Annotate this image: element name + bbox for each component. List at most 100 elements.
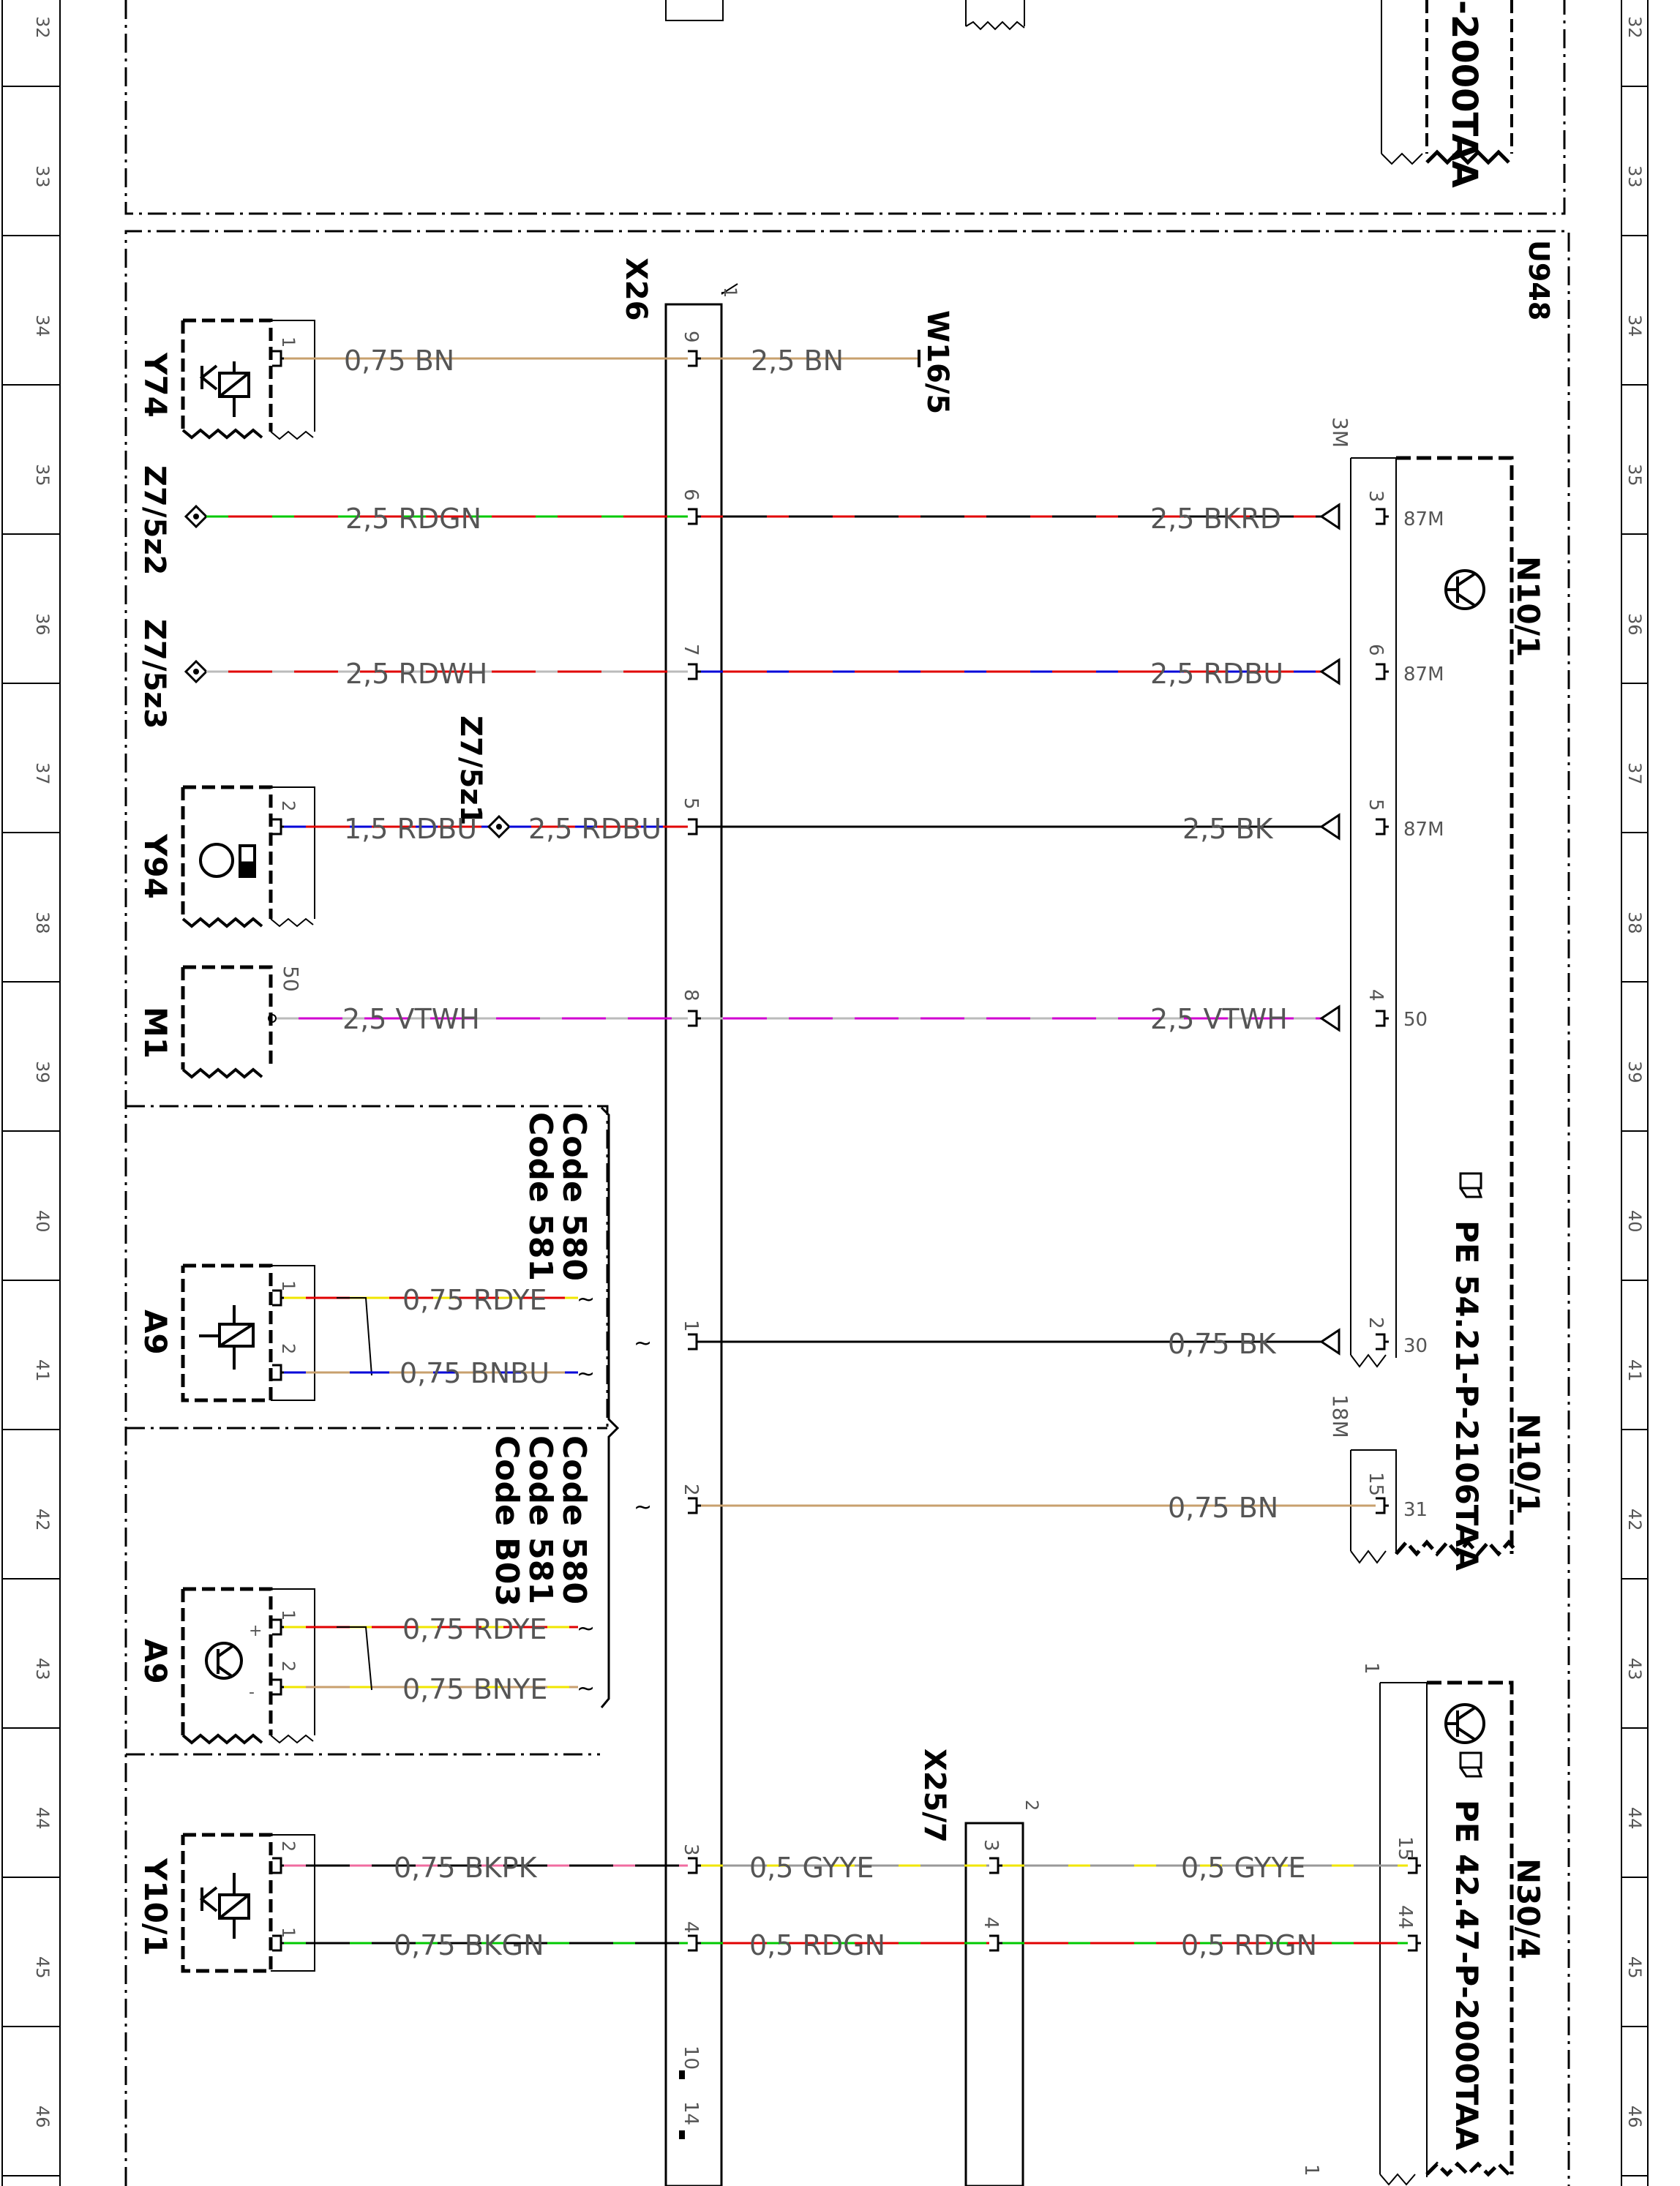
n10-term-87m-a: 87M	[1403, 508, 1444, 530]
wire-label: 1,5 RDBU	[344, 813, 477, 845]
n10-pin-4: 4	[1365, 989, 1387, 1002]
wire-label: 0,75 RDYE	[402, 1613, 547, 1645]
row-number: 40	[1624, 1210, 1645, 1233]
x26-pin-10: 10	[680, 2046, 702, 2070]
wire-label: 2,5 RDWH	[345, 658, 487, 690]
row-number: 43	[32, 1658, 53, 1680]
row-number: 39	[1624, 1061, 1645, 1083]
wires-layer: ~~~~~~	[184, 350, 1421, 1952]
pin-mark	[272, 818, 285, 835]
row-number: 44	[1624, 1807, 1645, 1830]
x26-pin-2: 2	[680, 1484, 702, 1496]
wire-label: 0,75 BNBU	[400, 1357, 550, 1389]
code-580: Code 580	[555, 1435, 593, 1604]
row-number: 40	[32, 1210, 53, 1233]
row-number: 32	[32, 16, 53, 39]
pin-a9a-1: 1	[278, 1280, 299, 1291]
wire-label: 2,5 BN	[751, 345, 844, 377]
pin-mark	[1376, 663, 1389, 680]
twist-mark	[337, 1626, 372, 1691]
pin-y10-2: 2	[278, 1841, 299, 1852]
break-mark: ~	[577, 1287, 595, 1312]
row-number: 34	[32, 315, 53, 337]
component-a9-upper	[181, 1263, 315, 1402]
wire-label: 0,5 GYYE	[1181, 1852, 1306, 1884]
pin-mark	[989, 1934, 1002, 1952]
pin-mark	[1376, 1333, 1389, 1351]
wire-label: 0,75 BKPK	[394, 1852, 538, 1884]
connector-x26-label: X26	[619, 258, 653, 321]
reference-pe-54-21[interactable]: PE 54.21-P-2106TAA	[1449, 1220, 1485, 1571]
n10-pin-labels: 3 6 5 4 2 15 15 44	[1365, 490, 1416, 1929]
pin-mark	[272, 1364, 285, 1381]
n30-pin-15: 15	[1394, 1836, 1416, 1860]
row-number: 36	[32, 613, 53, 636]
code-581: Code 581	[522, 1112, 559, 1281]
pin-mark	[1408, 1934, 1421, 1952]
n10-1-bottom-size: 18M	[1328, 1394, 1352, 1438]
code-group-2: Code 580 Code 581 Code B03	[488, 1435, 593, 1607]
n10-terminal-labels: 87M 87M 87M 50 30 31	[1403, 508, 1444, 1521]
row-number: 37	[1624, 762, 1645, 785]
row-number: 41	[1624, 1359, 1645, 1382]
row-number: 46	[32, 2106, 53, 2128]
pin-m1: 50	[279, 966, 303, 992]
bottom-pin-1: 1	[1300, 2164, 1322, 2176]
pin-mark	[688, 508, 701, 525]
x26-extra-marks	[679, 2070, 685, 2139]
n10-1-module	[1395, 456, 1518, 2177]
wire-label: 0,75 RDYE	[402, 1284, 547, 1316]
row-number: 34	[1624, 315, 1645, 337]
wire-label: 2,5 RDBU	[1150, 658, 1283, 690]
x26-pin-7: 7	[680, 644, 702, 656]
splice-z7-5z3: Z7/5z3	[138, 619, 171, 729]
pin-mark	[989, 1857, 1002, 1874]
row-number: 45	[1624, 1956, 1645, 1979]
wire-labels: 0,75 BN 2,5 BN 2,5 RDGN 2,5 BKRD 2,5 RDW…	[342, 345, 1317, 1961]
x26-pin-9: 9	[680, 331, 702, 343]
ground-w16-5: W16/5	[920, 310, 954, 414]
a9-plus-sign: +	[249, 1622, 262, 1640]
wire-label: 0,75 BNYE	[402, 1673, 547, 1705]
x26-pin-4: 4	[680, 1921, 702, 1934]
row-number: 35	[32, 464, 53, 487]
a9-minus-sign: -	[249, 1683, 255, 1702]
valve-y10-1	[181, 1833, 315, 1973]
connector-arrow	[1319, 1004, 1340, 1032]
row-number: 42	[1624, 1509, 1645, 1531]
x26-pin-3: 3	[680, 1844, 702, 1856]
row-number: 33	[1624, 165, 1645, 188]
row-number: 33	[32, 165, 53, 188]
wire-label: 2,5 VTWH	[1150, 1003, 1288, 1035]
pin-mark	[688, 1497, 701, 1514]
n10-pin-5: 5	[1365, 799, 1387, 811]
n10-term-31: 31	[1403, 1499, 1428, 1521]
n10-pin-3: 3	[1365, 490, 1387, 503]
connector-arrow	[1319, 813, 1340, 841]
row-number: 44	[32, 1807, 53, 1830]
reference-pe-42-47[interactable]: PE 42.47-P-2000TAA	[1449, 1800, 1485, 2151]
code-b03: Code B03	[488, 1435, 525, 1607]
wire-label: 0,5 RDGN	[749, 1929, 885, 1961]
break-mark: ~	[577, 1676, 595, 1702]
row-number: 41	[32, 1359, 53, 1382]
break-mark: ~	[577, 1616, 595, 1642]
x26-pin-5: 5	[680, 797, 702, 810]
n10-term-50: 50	[1403, 1009, 1428, 1031]
transistor-icon	[1444, 569, 1485, 610]
n10-term-30: 30	[1403, 1335, 1428, 1357]
code-581: Code 581	[522, 1435, 559, 1604]
wire-label: 2,5 BKRD	[1150, 503, 1281, 535]
n10-term-87m-c: 87M	[1403, 819, 1444, 841]
connector-arrow	[1319, 658, 1340, 686]
splice-z7-5z2: Z7/5z2	[138, 465, 171, 575]
connector-arrow	[1319, 503, 1340, 530]
pin-a9b-2: 2	[278, 1661, 299, 1672]
n10-1-top-size: 3M	[1328, 417, 1352, 448]
row-number: 39	[32, 1061, 53, 1083]
break-mark: ~	[634, 1331, 652, 1356]
wire-label: 2,5 BK	[1182, 813, 1274, 845]
connector-x25-7	[964, 1822, 1024, 2186]
